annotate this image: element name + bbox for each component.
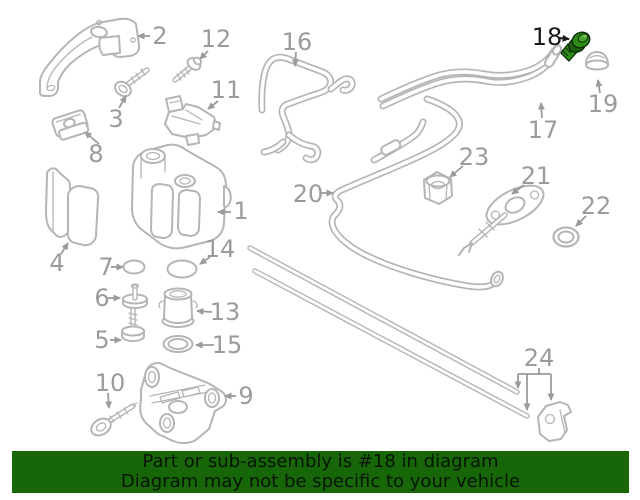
callout-17: 17 (527, 116, 559, 144)
part-18-highlighted-bolt (560, 31, 591, 62)
highlight-banner: Part or sub-assembly is #18 in diagram D… (12, 451, 629, 493)
callout-24: 24 (523, 344, 555, 372)
callout-6: 6 (94, 284, 110, 312)
callout-5: 5 (94, 326, 110, 354)
callout-8: 8 (88, 140, 104, 168)
part-2-bracket (39, 17, 141, 97)
callout-21: 21 (520, 162, 552, 190)
callout-3: 3 (108, 105, 124, 133)
callout-12: 12 (200, 25, 232, 53)
callout-18: 18 (531, 23, 563, 51)
part-1-pump (131, 143, 232, 250)
part-6-stud (122, 283, 148, 309)
part-7-oring (122, 259, 146, 275)
part-21-sender (458, 184, 545, 256)
callout-10: 10 (94, 369, 126, 397)
callout-1: 1 (233, 197, 249, 225)
part-11-valve (164, 95, 221, 146)
callout-15: 15 (211, 331, 243, 359)
callout-arrows (60, 32, 603, 411)
callout-4: 4 (49, 249, 65, 277)
callout-19: 19 (587, 90, 619, 118)
part-9-bracket (139, 362, 227, 445)
part-19-grommet (585, 51, 609, 71)
part-16-tube (258, 53, 356, 164)
part-12-screw (172, 56, 203, 83)
banner-line2: Diagram may not be specific to your vehi… (120, 471, 521, 492)
callout-20: 20 (292, 180, 324, 208)
callout-2: 2 (152, 22, 168, 50)
part-3-bolt (114, 67, 150, 98)
part-15-oring (162, 335, 194, 353)
part-17-tubes (377, 44, 563, 110)
callout-11: 11 (210, 76, 242, 104)
part-10-screw (90, 402, 138, 437)
callout-13: 13 (209, 298, 241, 326)
part-24-rods (247, 245, 572, 442)
callout-14: 14 (204, 235, 236, 263)
part-5-bolt (121, 307, 145, 342)
callout-22: 22 (580, 192, 612, 220)
part-13-bushing (158, 287, 198, 328)
callout-23: 23 (458, 143, 490, 171)
callout-16: 16 (281, 28, 313, 56)
part-20-hose (328, 95, 504, 291)
part-4-shield (45, 167, 100, 247)
callout-9: 9 (238, 382, 254, 410)
part-8-clip-nut (51, 109, 90, 141)
banner-line1: Part or sub-assembly is #18 in diagram (142, 451, 499, 472)
part-23-nut (423, 171, 453, 205)
part-14-oring (166, 259, 198, 279)
callout-7: 7 (98, 253, 114, 281)
part-22-oring (552, 226, 580, 248)
